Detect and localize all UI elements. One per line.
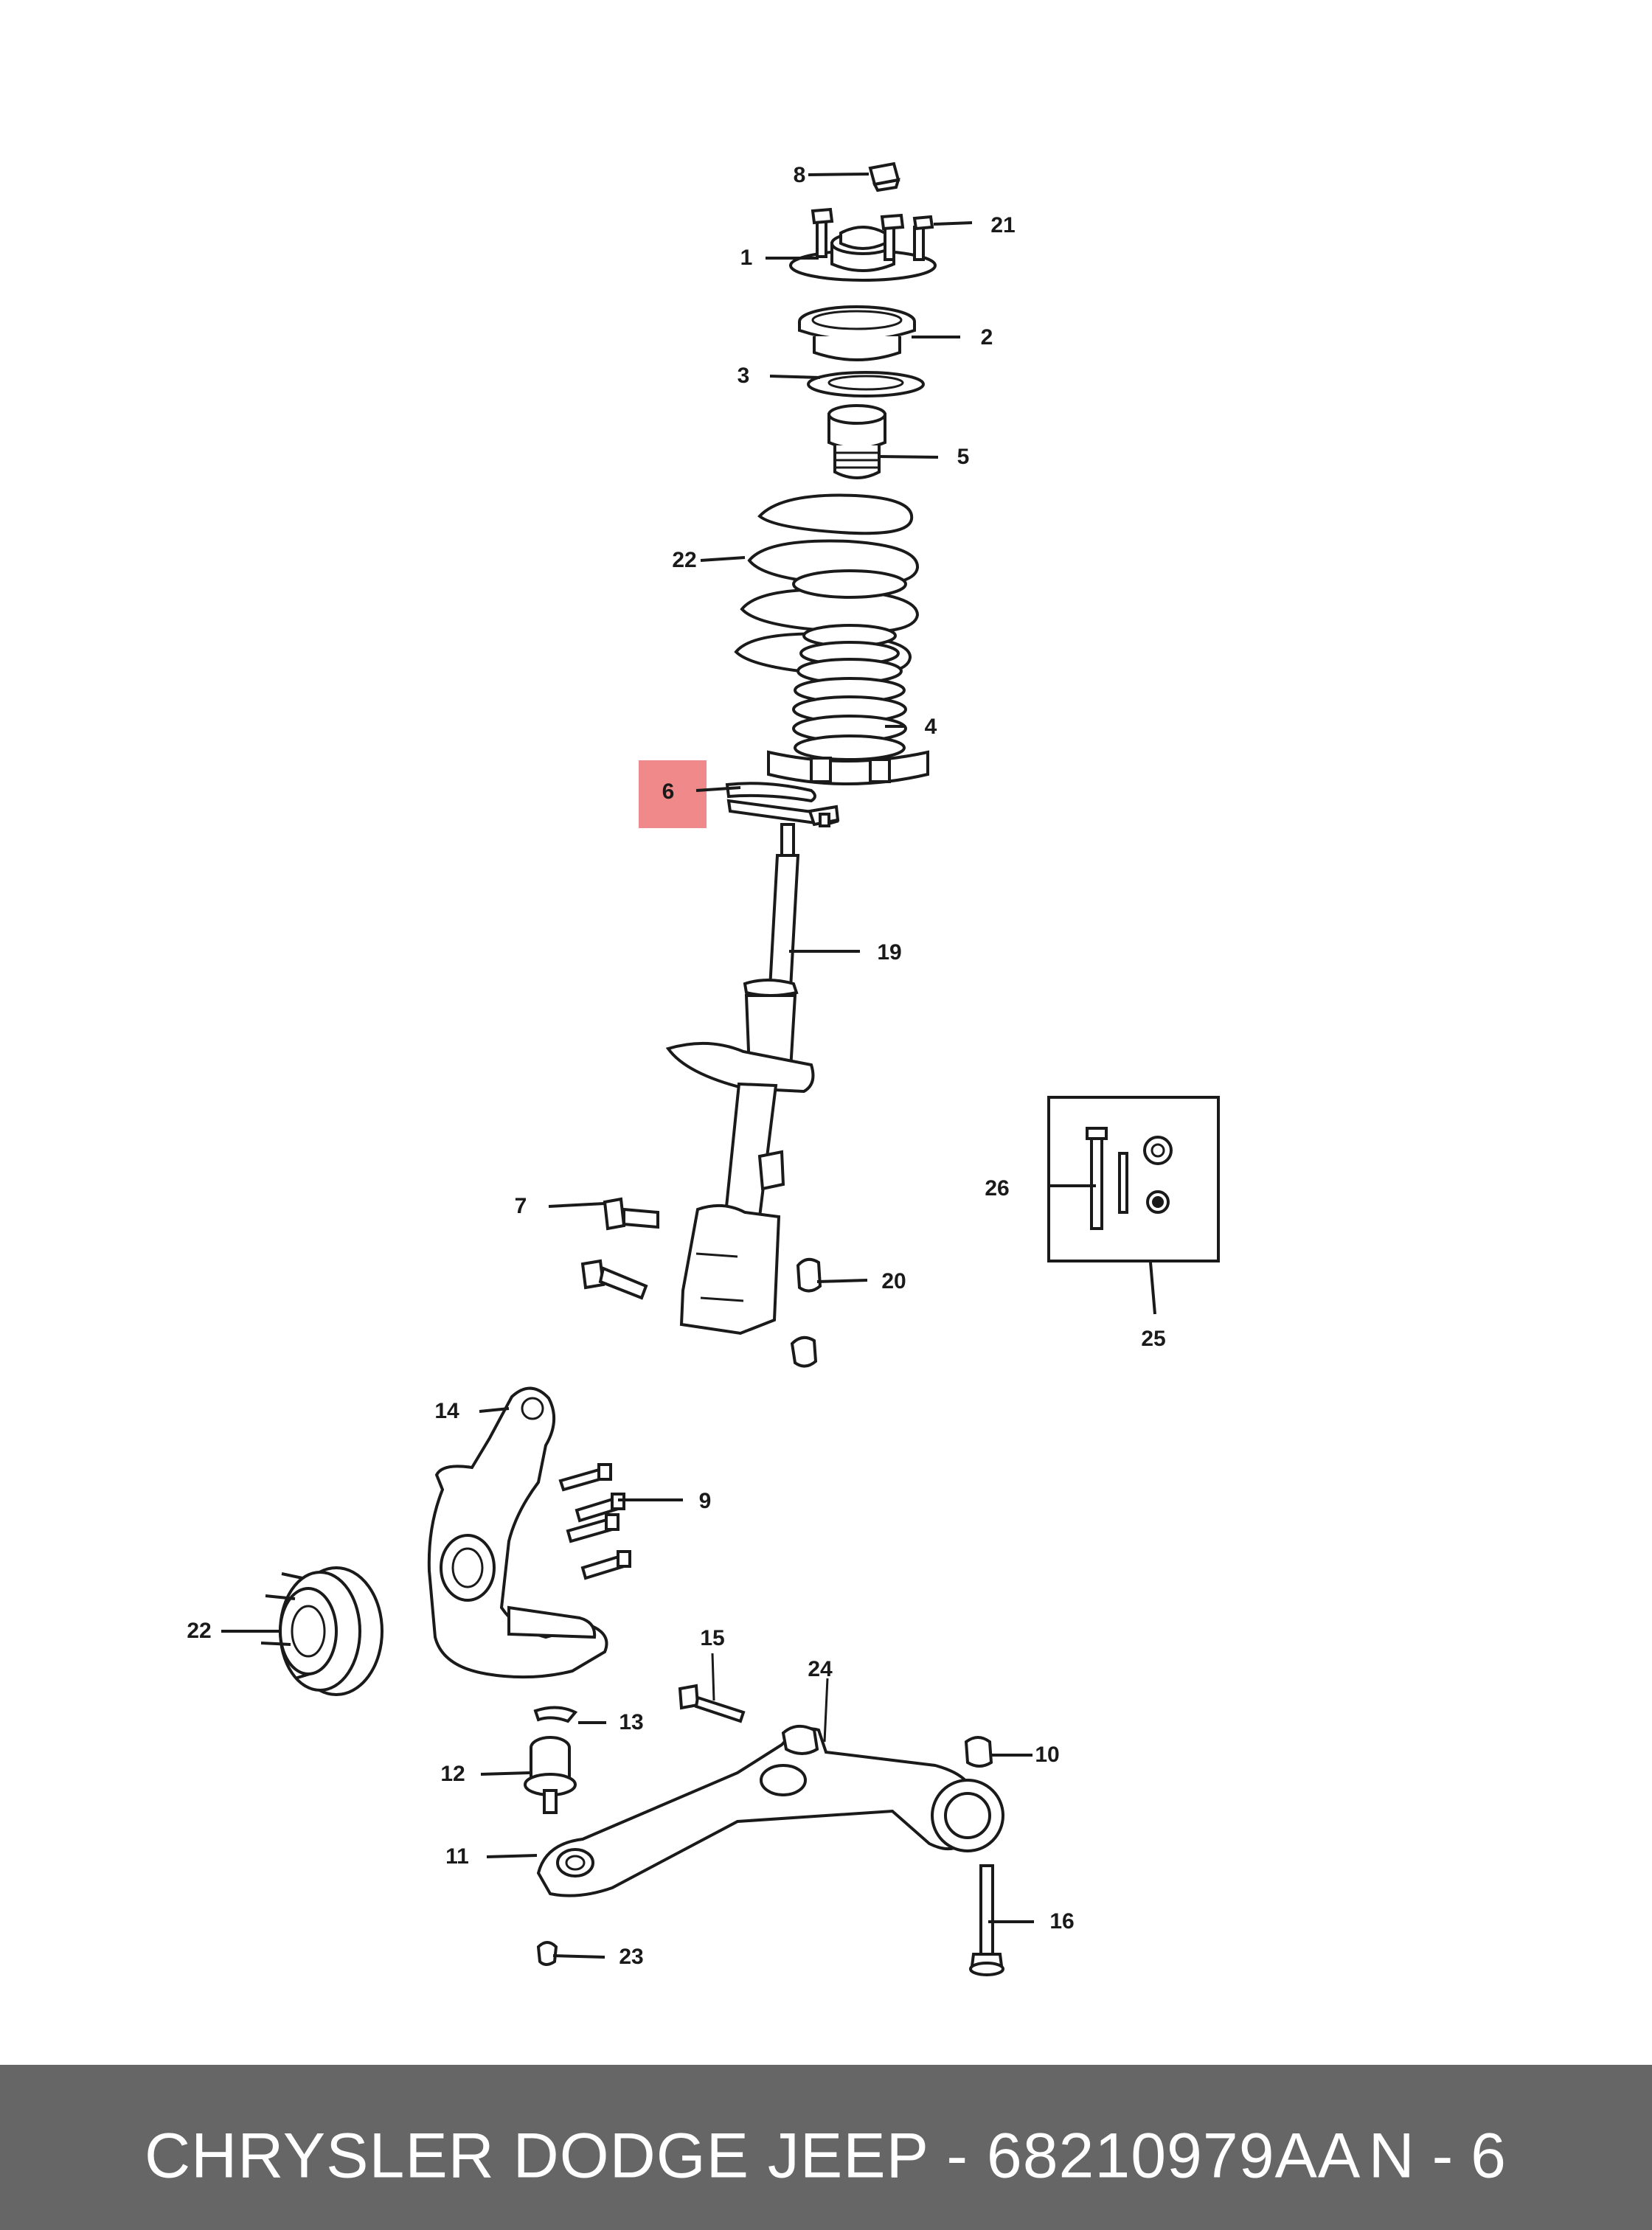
callout-20: 21 bbox=[990, 213, 1016, 237]
page-indicator: N - 6 bbox=[1368, 2120, 1506, 2192]
part-22-hub-bearing bbox=[260, 1566, 384, 1696]
footer-title: CHRYSLER DODGE JEEP - 68210979AA bbox=[145, 2120, 1361, 2192]
parts-drawing bbox=[221, 161, 1220, 1976]
callout-9: 9 bbox=[698, 1489, 712, 1513]
callout-21: 22 bbox=[672, 548, 697, 572]
callout-24: 24 bbox=[808, 1657, 833, 1681]
part-16-bolt bbox=[969, 1864, 1004, 1976]
part-10-nut bbox=[964, 1736, 993, 1768]
callout-12: 12 bbox=[440, 1762, 465, 1786]
callout-4: 4 bbox=[924, 715, 937, 739]
callout-16: 16 bbox=[1049, 1909, 1075, 1934]
callout-13: 13 bbox=[619, 1710, 644, 1734]
part-11-lower-control-arm bbox=[536, 1724, 1004, 1897]
part-15-bolt bbox=[678, 1684, 746, 1723]
part-4-dust-boot bbox=[767, 624, 929, 785]
part-1-strut-mount bbox=[789, 207, 937, 282]
callout-18: 19 bbox=[877, 940, 902, 965]
part-18-strut bbox=[665, 823, 815, 1335]
callout-2: 2 bbox=[980, 325, 993, 350]
callout-23: 23 bbox=[619, 1945, 644, 1969]
callout-19: 20 bbox=[881, 1269, 906, 1293]
callout-22: 22 bbox=[187, 1619, 212, 1643]
part-5-jounce-bumper bbox=[827, 404, 886, 479]
highlighted-part-marker bbox=[639, 760, 707, 828]
part-23-cotter-pin bbox=[536, 1941, 558, 1966]
part-3-isolator bbox=[807, 371, 925, 397]
callout-6: 6 bbox=[662, 779, 675, 804]
part-25-hardware-kit bbox=[1047, 1096, 1220, 1262]
callout-3: 3 bbox=[737, 364, 750, 388]
callout-11: 11 bbox=[445, 1844, 469, 1869]
part-7-bolts bbox=[580, 1197, 659, 1300]
part-12-ball-joint bbox=[524, 1736, 577, 1814]
part-6-spring-seat bbox=[725, 782, 840, 827]
callout-10: 10 bbox=[1035, 1743, 1060, 1767]
callout-26: 26 bbox=[985, 1176, 1010, 1201]
callout-8: 8 bbox=[793, 163, 806, 187]
callout-5: 5 bbox=[957, 445, 970, 469]
callout-25: 25 bbox=[1141, 1327, 1166, 1351]
callout-15: 15 bbox=[700, 1626, 725, 1650]
part-14-knuckle bbox=[427, 1386, 608, 1679]
part-8-nut bbox=[868, 161, 900, 192]
callout-14: 14 bbox=[434, 1399, 459, 1423]
exploded-parts-diagram: 8 21 1 2 3 5 22 4 6 19 26 7 20 25 14 9 2… bbox=[187, 161, 1220, 1976]
callout-1: 1 bbox=[740, 246, 753, 270]
part-9-bolts bbox=[558, 1463, 631, 1580]
part-2-bearing bbox=[798, 305, 916, 361]
part-19-nuts bbox=[790, 1257, 822, 1368]
callout-7: 7 bbox=[514, 1194, 527, 1218]
part-13-clip bbox=[533, 1706, 578, 1723]
footer-bar: CHRYSLER DODGE JEEP - 68210979AA N - 6 bbox=[0, 2065, 1652, 2230]
